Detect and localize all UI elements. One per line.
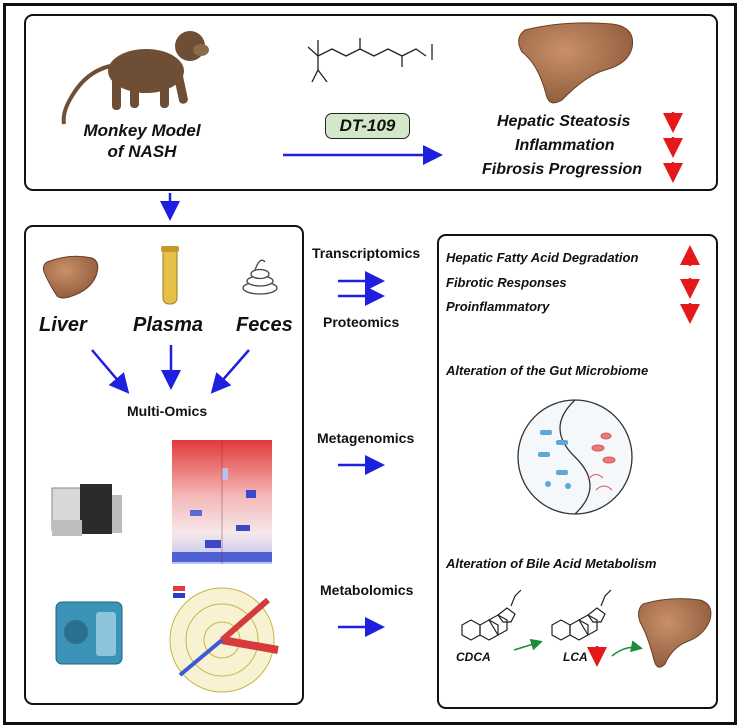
sample-feces-label: Feces — [236, 314, 293, 336]
chemical-structure-icon — [551, 589, 612, 641]
cladogram-icon — [169, 586, 279, 693]
liver-icon — [42, 255, 99, 299]
model-label-line-2: of NASH — [107, 142, 177, 161]
gut-microbiome-title: Alteration of the Gut Microbiome — [446, 363, 649, 378]
metagenomics-label: Metagenomics — [317, 430, 415, 446]
multi-omics-label: Multi-Omics — [127, 403, 208, 419]
outcome-fibrosis-progression: Fibrosis Progression — [482, 161, 643, 178]
sequencer-icon — [51, 484, 122, 536]
multi-omics-arrows — [91, 345, 250, 394]
liver-icon — [638, 598, 712, 668]
metabolomics-label: Metabolomics — [320, 582, 414, 598]
chemical-structure-icon — [461, 589, 522, 641]
model-label-line-1: Monkey Model — [83, 121, 201, 140]
cdca-label: CDCA — [456, 650, 491, 664]
conversion-arrow — [513, 638, 543, 651]
sample-liver-label: Liver — [39, 314, 87, 336]
outer-border — [3, 3, 737, 725]
finding-fatty-acid-degradation: Hepatic Fatty Acid Degradation — [446, 250, 639, 265]
model-label: Monkey Model of NASH — [62, 120, 222, 162]
blood-tube-icon — [161, 246, 179, 305]
conversion-arrow — [611, 640, 643, 657]
drug-label: DT-109 — [325, 113, 410, 139]
chemical-structure-icon — [307, 38, 433, 83]
transcriptomics-label: Transcriptomics — [312, 245, 421, 261]
heatmap-icon — [172, 440, 272, 564]
outcome-inflammation: Inflammation — [515, 137, 615, 154]
findings-panel — [437, 234, 718, 709]
omics-arrows — [338, 271, 385, 637]
proteomics-label: Proteomics — [323, 314, 400, 330]
sample-plasma-label: Plasma — [133, 314, 204, 336]
liver-icon — [518, 22, 634, 104]
finding-proinflammatory: Proinflammatory — [446, 299, 550, 314]
finding-fibrotic-responses: Fibrotic Responses — [446, 275, 567, 290]
gut-microbiome-icon — [517, 399, 633, 515]
monkey-icon — [61, 31, 209, 125]
outcome-hepatic-steatosis: Hepatic Steatosis — [497, 113, 631, 130]
top-panel — [24, 14, 718, 191]
samples-panel — [24, 225, 304, 705]
feces-icon — [242, 259, 278, 295]
mass-spectrometer-icon — [55, 601, 123, 665]
bile-acid-title: Alteration of Bile Acid Metabolism — [446, 556, 657, 571]
lca-label: LCA — [563, 650, 588, 664]
